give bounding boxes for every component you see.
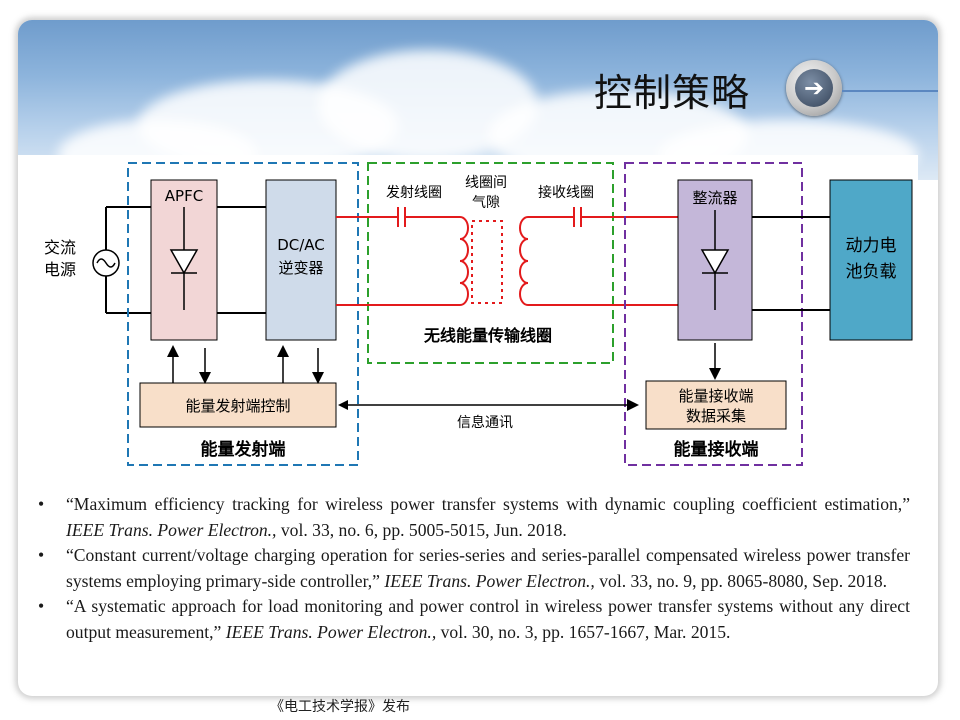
reference-title: “A systematic approach for load monitori… [66, 596, 910, 642]
reference-journal: IEEE Trans. Power Electron., [384, 570, 595, 591]
rx-coil-label: 接收线圈 [538, 184, 594, 201]
tx-coil-label: 发射线圈 [386, 185, 442, 201]
tx-group-box [127, 162, 359, 466]
ac-source-label-1: 交流 [44, 238, 76, 257]
battery-load-block [829, 179, 913, 341]
reference-item: • “Maximum efficiency tracking for wirele… [38, 492, 910, 543]
inverter-block [265, 179, 337, 341]
reference-journal: IEEE Trans. Power Electron., [66, 519, 277, 540]
diode-icon [169, 249, 199, 275]
battery-label-1: 动力电 [846, 236, 897, 256]
bullet: • [38, 494, 45, 514]
battery-label-2: 池负载 [846, 262, 897, 282]
gap-label-1: 线圈间 [465, 175, 507, 191]
coil-group-box [367, 162, 614, 364]
tx-control-block [139, 382, 337, 428]
arrow-right-icon: ➔ [803, 74, 825, 102]
next-slide-button[interactable]: ➔ [786, 60, 842, 116]
coil-circuit [336, 207, 678, 306]
wireless-coil-label: 无线能量传输线圈 [423, 326, 552, 345]
tx-control-label: 能量发射端控制 [185, 397, 290, 415]
apfc-label: APFC [165, 187, 203, 205]
bullet: • [38, 596, 45, 616]
reference-journal: IEEE Trans. Power Electron., [225, 621, 437, 642]
reference-details: vol. 33, no. 6, pp. 5005-5015, Jun. 2018… [276, 519, 567, 540]
communication-label: 信息通讯 [457, 414, 513, 431]
rx-group-label: 能量接收端 [674, 439, 759, 460]
gap-label-2: 气隙 [472, 195, 500, 211]
bullet: • [38, 545, 45, 565]
reference-details: vol. 30, no. 3, pp. 1657-1667, Mar. 2015… [436, 621, 731, 642]
reference-list: • “Maximum efficiency tracking for wirele… [38, 492, 910, 645]
inverter-label-1: DC/AC [277, 236, 325, 254]
wpt-block-diagram: 交流 电源 能量发射端 APFC DC/AC 逆变器 能量发射端控制 无线能量传… [18, 155, 918, 475]
reference-title: “Constant current/voltage charging opera… [66, 545, 910, 591]
reference-item: • “A systematic approach for load monitor… [38, 594, 910, 645]
rx-group-box [624, 162, 803, 466]
rectifier-label: 整流器 [692, 189, 737, 207]
tx-group-label: 能量发射端 [201, 439, 286, 460]
rx-acq-label-2: 数据采集 [686, 407, 746, 425]
rx-acquisition-block [645, 380, 787, 430]
air-gap-icon [471, 220, 503, 304]
title-underline [842, 90, 938, 92]
reference-details: vol. 33, no. 9, pp. 8065-8080, Sep. 2018… [594, 570, 888, 591]
page-title: 控制策略 [594, 71, 751, 115]
footer-source: 《电工技术学报》发布 [270, 699, 410, 715]
diode-icon [700, 249, 730, 275]
reference-item: • “Constant current/voltage charging oper… [38, 543, 910, 594]
inverter-label-2: 逆变器 [278, 259, 323, 277]
reference-title: “Maximum efficiency tracking for wireles… [66, 494, 910, 514]
rx-acq-label-1: 能量接收端 [678, 387, 753, 405]
ac-source-label-2: 电源 [44, 260, 76, 279]
